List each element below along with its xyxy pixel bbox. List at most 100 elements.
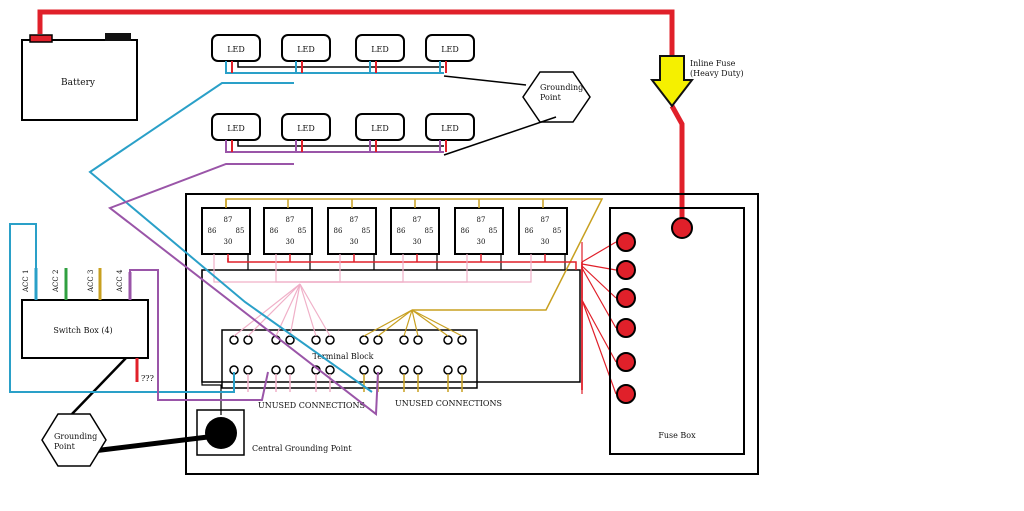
- relay-6: [518, 207, 568, 255]
- fused-power-wire: [669, 104, 685, 222]
- relay-3-pin-85: 85: [362, 227, 371, 235]
- led-grounding-label-line2: Point: [540, 93, 562, 102]
- inline-fuse-label-line2: (Heavy Duty): [690, 69, 744, 78]
- fuse-box-main-terminal: [671, 217, 693, 239]
- relay-1-pin-86: 86: [208, 227, 217, 235]
- acc4-label: ACC 4: [116, 269, 124, 293]
- fuse-6: [616, 384, 636, 404]
- terminal-bottom-2: [243, 365, 253, 375]
- terminal-block-label: Terminal Block: [312, 352, 373, 361]
- relay-1-pin-87: 87: [224, 216, 233, 224]
- led-grounding-label-line1: Grounding: [540, 83, 583, 92]
- led-row-bottom-signal-bus: [225, 138, 444, 153]
- fuse-5: [616, 352, 636, 372]
- terminal-bottom-12: [457, 365, 467, 375]
- relay-4-pin-86: 86: [397, 227, 406, 235]
- relay-2-pin-85: 85: [298, 227, 307, 235]
- inline-fuse-label-line1: Inline Fuse: [690, 59, 736, 68]
- pink-fan-wire-2: [247, 283, 301, 337]
- battery-positive-terminal: [29, 34, 53, 43]
- relay-1-pink-lead: [213, 254, 300, 283]
- led-row-bottom-led-3: [355, 113, 405, 141]
- pink-fan-wire-1: [233, 283, 301, 337]
- led-top-ground-wire: [443, 75, 527, 86]
- terminal-bottom-4: [285, 365, 295, 375]
- fuse-arrow-icon: [649, 55, 695, 108]
- central-ground-lug: [205, 417, 237, 449]
- fuse-box-label: Fuse Box: [658, 431, 696, 440]
- gold-fan-wire-1: [363, 309, 413, 337]
- led-row-top-led-3: [355, 34, 405, 62]
- central-ground-cable: [84, 433, 217, 455]
- terminal-block: [221, 329, 478, 389]
- acc1-blue-wire: [9, 223, 235, 393]
- gold-fan-wire-2: [377, 309, 413, 337]
- switch-ground-wire: [71, 357, 127, 415]
- fuse-box: [609, 207, 745, 455]
- relay-to-terminal-pink-wires: [213, 254, 532, 337]
- relay-5-pink-lead: [300, 254, 468, 283]
- relay-5-pin-87: 87: [477, 216, 486, 224]
- acc4-purple-wire: [129, 269, 269, 401]
- relay-2-pin-87: 87: [286, 216, 295, 224]
- relay-3-pin-87: 87: [350, 216, 359, 224]
- led-row-bottom-led-2-label: LED: [297, 124, 315, 133]
- gold-fan-wire-6: [411, 309, 463, 337]
- relay-6-pin-86: 86: [525, 227, 534, 235]
- relay-to-terminal-gold-wires: [363, 309, 463, 337]
- pink-fan-wire-4: [289, 283, 301, 337]
- terminal-bottom-6: [325, 365, 335, 375]
- relay-2-pin-30: 30: [286, 238, 295, 246]
- unused-connections-right: UNUSED CONNECTIONS: [395, 399, 502, 408]
- led-row-top-led-2-label: LED: [297, 45, 315, 54]
- relay-6-pin-87: 87: [541, 216, 550, 224]
- fuse-output-wires: [581, 241, 617, 395]
- inline-fuse: Inline Fuse (Heavy Duty): [649, 55, 744, 108]
- led-top-blue-wire: [88, 82, 373, 393]
- relay-power-bus: [227, 258, 577, 270]
- led-row-bottom-led-2: [281, 113, 331, 141]
- led-row-top-led-3-label: LED: [371, 45, 389, 54]
- terminal-top-9: [399, 335, 409, 345]
- terminal-bottom-9: [399, 365, 409, 375]
- relay-4: [390, 207, 440, 255]
- relay-3-pink-lead: [300, 254, 341, 283]
- terminal-top-8: [373, 335, 383, 345]
- led-row-top-led-4: [425, 34, 475, 62]
- terminal-top-12: [457, 335, 467, 345]
- terminal-top-4: [285, 335, 295, 345]
- switch-grounding-point: Grounding Point: [41, 413, 107, 467]
- battery: Battery: [21, 33, 138, 121]
- led-row-top-led-1-label: LED: [227, 45, 245, 54]
- gold-fan-wire-4: [411, 309, 419, 337]
- terminal-top-6: [325, 335, 335, 345]
- terminal-bottom-10: [413, 365, 423, 375]
- relay-5-pin-85: 85: [489, 227, 498, 235]
- relay-3-pin-30: 30: [350, 238, 359, 246]
- terminal-top-10: [413, 335, 423, 345]
- led-row-bottom-led-4: [425, 113, 475, 141]
- switch-box: [21, 299, 149, 359]
- gold-fan-wire-5: [411, 309, 449, 337]
- relay-4-pink-lead: [300, 254, 404, 283]
- relay-4-pin-87: 87: [413, 216, 422, 224]
- relay-6-pin-30: 30: [541, 238, 550, 246]
- relay-2-pink-lead: [275, 254, 300, 283]
- relay-4-pin-85: 85: [425, 227, 434, 235]
- terminal-bottom-7: [359, 365, 369, 375]
- battery-negative-terminal: [105, 33, 131, 41]
- acc1-label: ACC 1: [22, 270, 30, 293]
- fuse-2: [616, 260, 636, 280]
- led-grounding-point: Grounding Point: [522, 71, 591, 123]
- relay-5: [454, 207, 504, 255]
- relay-6-pin-85: 85: [553, 227, 562, 235]
- pink-fan-wire-6: [299, 283, 331, 337]
- fuse-1: [616, 232, 636, 252]
- pink-fan-wire-5: [299, 283, 317, 337]
- main-power-wire: [37, 9, 675, 56]
- relay-6-pink-lead: [300, 254, 532, 283]
